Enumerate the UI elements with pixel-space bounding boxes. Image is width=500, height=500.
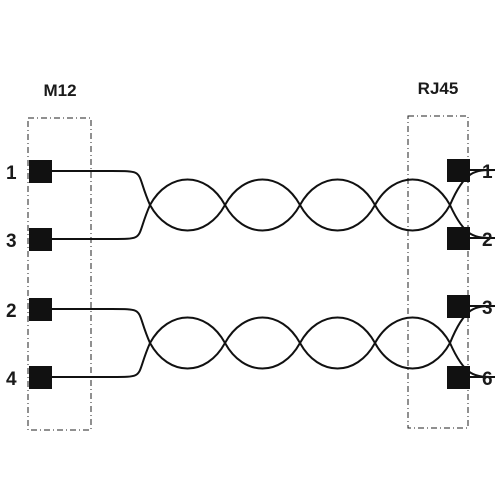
m12-pin-label: 4 bbox=[6, 369, 17, 390]
rj45-pin-label: 3 bbox=[482, 298, 493, 319]
m12-pin-contact bbox=[29, 160, 52, 183]
pair-1-wire-b bbox=[52, 178, 496, 240]
twisted-pair-1 bbox=[52, 169, 496, 240]
rj45-pin-label: 6 bbox=[482, 369, 493, 390]
rj45-pin-contact bbox=[447, 159, 470, 182]
m12-pin-contact bbox=[29, 366, 52, 389]
m12-pin-row-2: 3 bbox=[6, 228, 52, 252]
rj45-pin-label: 2 bbox=[482, 230, 493, 251]
rj45-pin-row-4: 6 bbox=[447, 366, 493, 390]
m12-connector-title: M12 bbox=[43, 81, 76, 100]
m12-pin-contact bbox=[29, 228, 52, 251]
pair-1-wire-a bbox=[52, 169, 496, 232]
rj45-pin-row-2: 2 bbox=[447, 227, 493, 251]
rj45-pin-contact bbox=[447, 366, 470, 389]
rj45-pin-contact bbox=[447, 295, 470, 318]
m12-pin-row-3: 2 bbox=[6, 298, 52, 322]
rj45-connector-frame bbox=[407, 115, 469, 429]
pair-2-wire-a bbox=[52, 305, 496, 370]
m12-connector-frame bbox=[27, 117, 92, 431]
m12-pin-row-4: 4 bbox=[6, 366, 52, 390]
m12-pin-contact bbox=[29, 298, 52, 321]
rj45-pin-label: 1 bbox=[482, 162, 493, 183]
rj45-pin-row-3: 3 bbox=[447, 295, 493, 319]
rj45-pin-row-1: 1 bbox=[447, 159, 493, 183]
m12-pin-row-1: 1 bbox=[6, 160, 52, 184]
twisted-pair-2 bbox=[52, 305, 496, 378]
rj45-pin-contact bbox=[447, 227, 470, 250]
m12-pin-label: 3 bbox=[6, 231, 17, 252]
m12-pin-label: 1 bbox=[6, 163, 17, 184]
pair-2-wire-b bbox=[52, 316, 496, 378]
rj45-connector-title: RJ45 bbox=[418, 79, 459, 98]
m12-pin-label: 2 bbox=[6, 301, 17, 322]
